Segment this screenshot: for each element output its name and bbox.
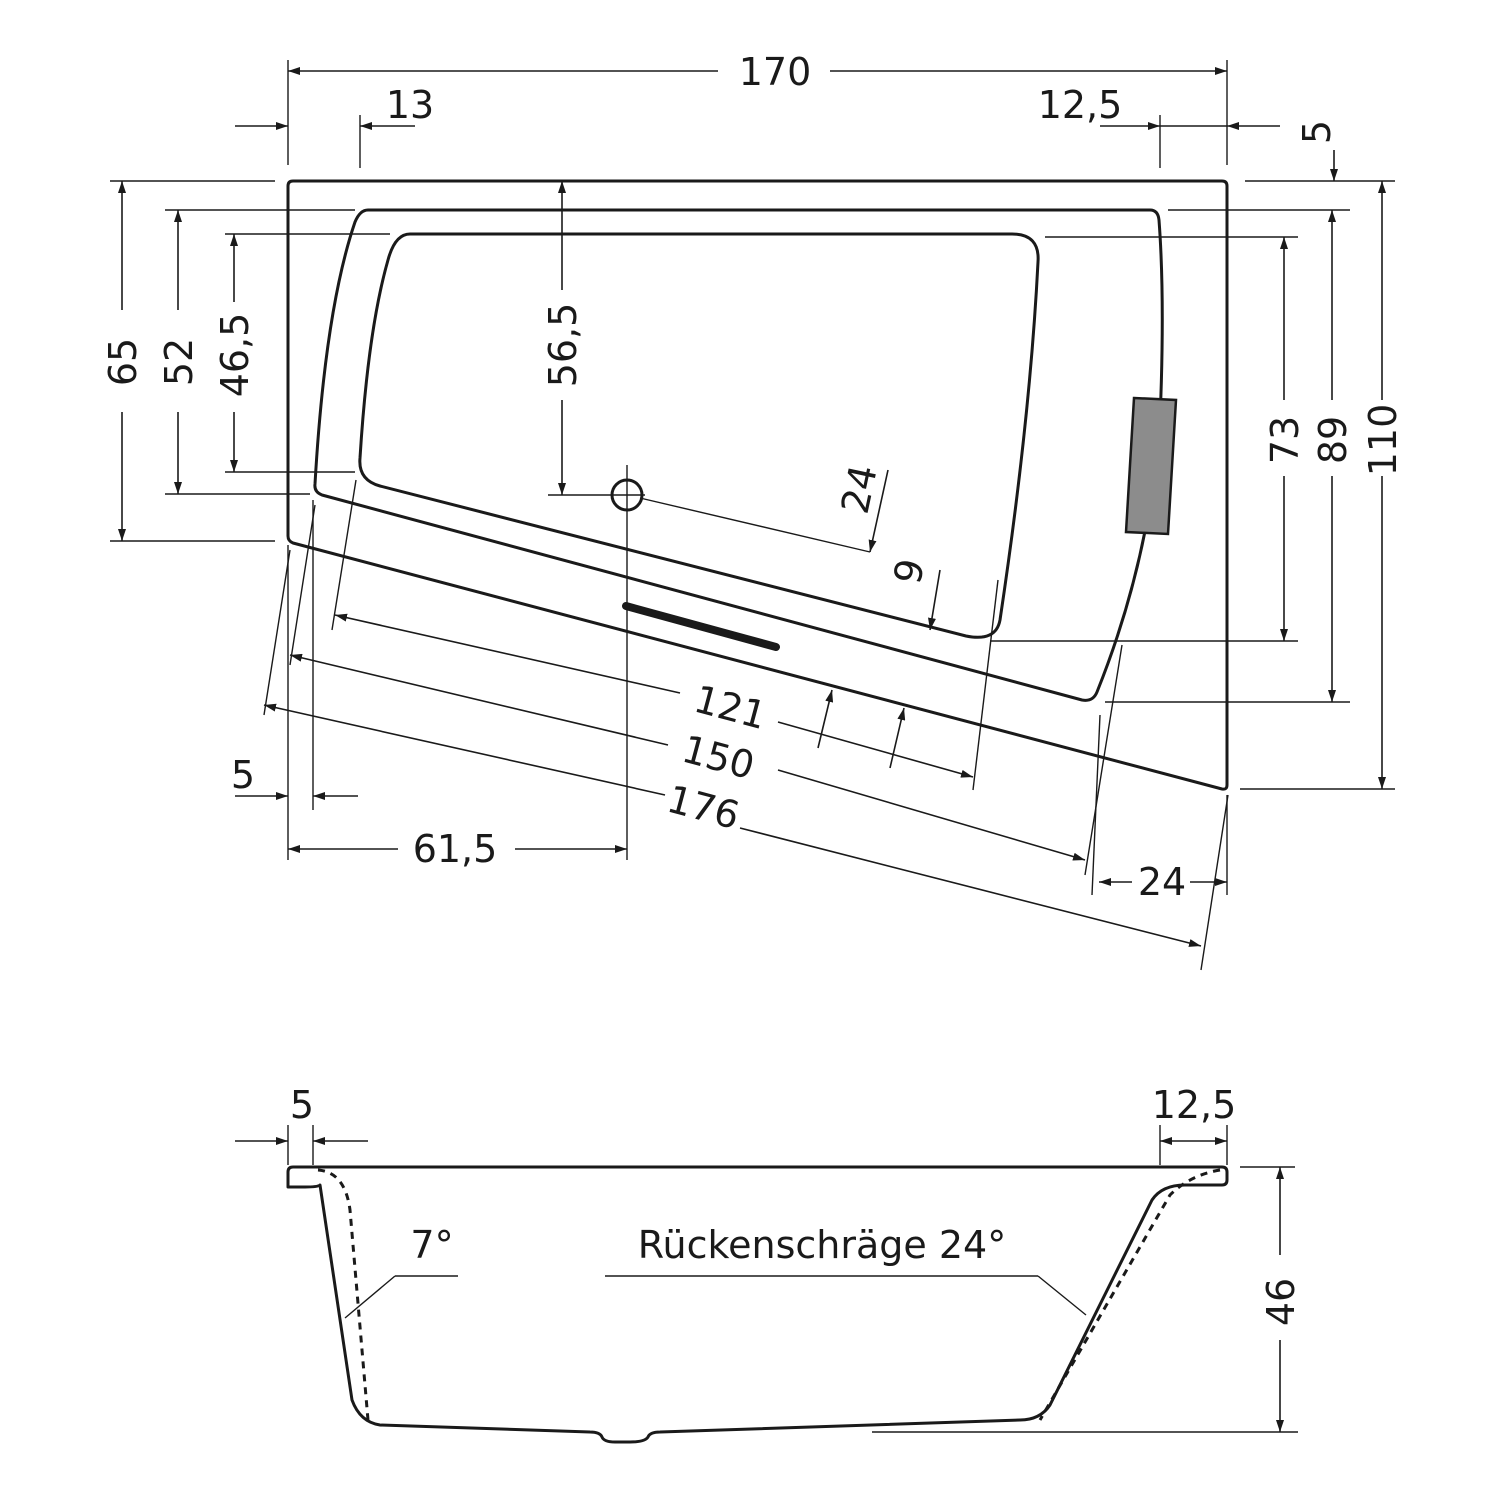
overflow-slot	[622, 602, 780, 651]
plan-view: 170 13 12,5 5 65 52 46,5 56,5 73 89 110 …	[101, 50, 1405, 971]
dim-depth-52: 52	[157, 338, 201, 386]
tub-basin-outline	[358, 232, 1040, 639]
dim-depth-46-5: 46,5	[213, 313, 257, 398]
dim-left-5: 5	[231, 753, 255, 797]
section-labels: 7° Rückenschräge 24°	[410, 1223, 1006, 1267]
dim-dist-9: 9	[885, 555, 933, 588]
dim-total-width: 170	[739, 50, 812, 94]
section-view: 5 12,5 46 7° Rückenschräge 24°	[235, 1083, 1303, 1444]
plan-extension-lines	[110, 60, 1395, 971]
section-dashed-profile	[317, 1168, 370, 1421]
section-dimension-lines	[235, 1137, 1284, 1432]
plan-dimension-labels: 170 13 12,5 5 65 52 46,5 56,5 73 89 110 …	[101, 50, 1405, 904]
section-tub-outline	[286, 1165, 1229, 1444]
section-extension-lines	[287, 1125, 1298, 1433]
tub-outer-outline	[286, 179, 1229, 791]
dim-len-121: 121	[690, 677, 771, 738]
dim-len-150: 150	[678, 727, 759, 788]
section-dim-right-rim: 12,5	[1152, 1083, 1237, 1127]
section-dim-height: 46	[1259, 1278, 1303, 1326]
tub-rim-outline	[313, 208, 1164, 702]
dim-drain-24: 24	[833, 461, 886, 517]
section-dim-left-rim: 5	[290, 1083, 314, 1127]
section-dimension-labels: 5 12,5 46	[290, 1083, 1303, 1326]
dim-left-rim: 13	[386, 83, 434, 127]
dim-len-176: 176	[663, 777, 744, 838]
dim-right-24: 24	[1138, 860, 1186, 904]
label-side-angle: 7°	[410, 1223, 453, 1267]
dim-depth-110: 110	[1361, 404, 1405, 477]
dim-right-rim: 12,5	[1038, 83, 1123, 127]
dim-depth-73: 73	[1263, 416, 1307, 464]
label-back-slope: Rückenschräge 24°	[638, 1223, 1006, 1267]
dim-depth-56-5: 56,5	[541, 303, 585, 388]
dim-top-offset: 5	[1295, 120, 1339, 144]
headrest	[1124, 396, 1178, 536]
dim-depth-65: 65	[101, 338, 145, 386]
dim-depth-89: 89	[1311, 416, 1355, 464]
dim-drain-61-5: 61,5	[413, 827, 498, 871]
plan-dimension-lines	[118, 67, 1386, 947]
section-dashed-back	[1038, 1168, 1221, 1421]
